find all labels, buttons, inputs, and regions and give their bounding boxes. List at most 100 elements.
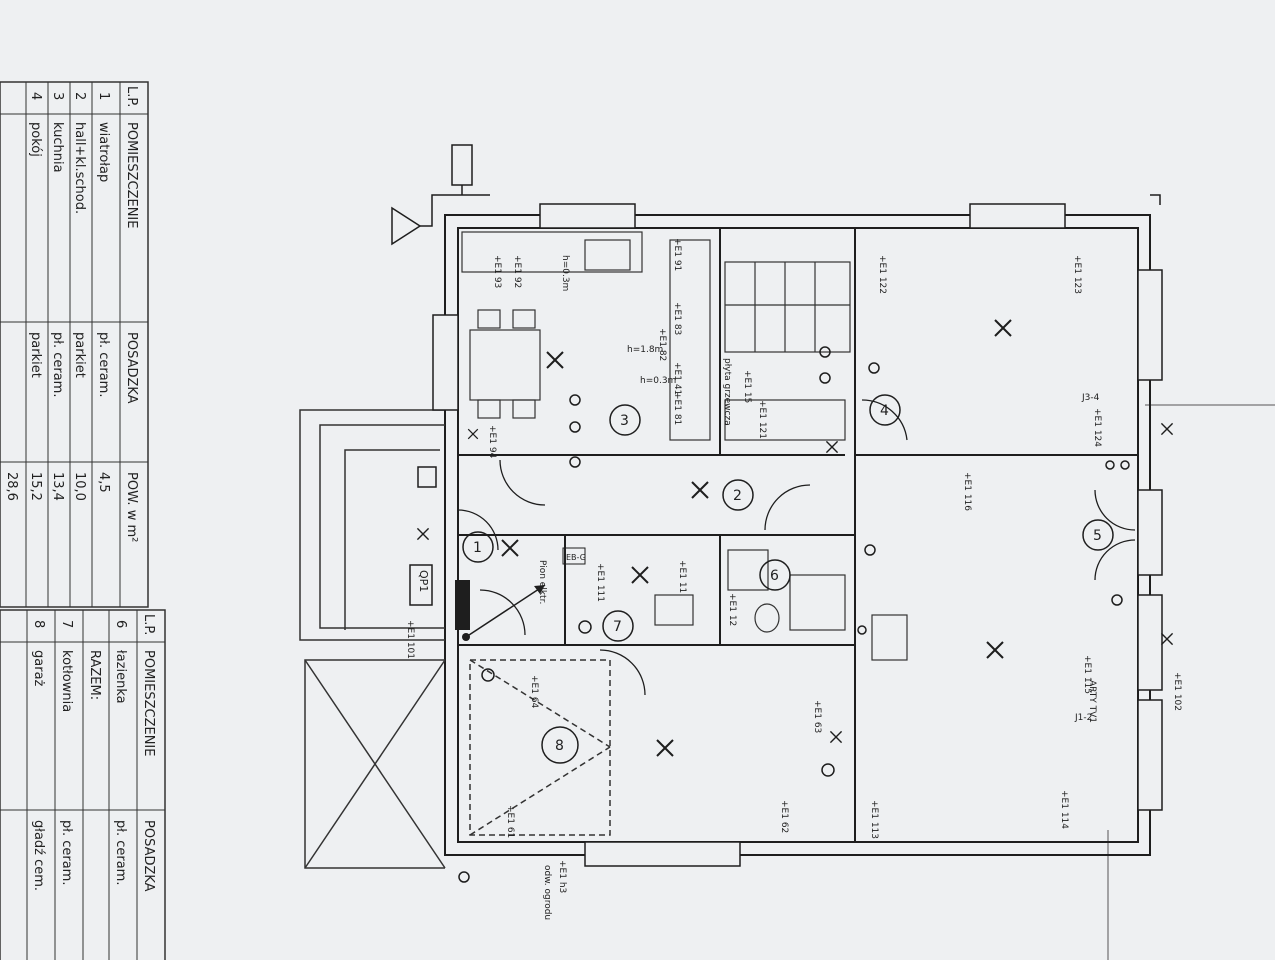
fx-15: +E1 15 xyxy=(742,370,752,403)
room-number-5: 5 xyxy=(1093,528,1102,544)
anno-h2: h=0.3m xyxy=(640,376,676,386)
tl-r0c0: 1 xyxy=(96,92,111,100)
room-number-1: 1 xyxy=(473,540,482,556)
fx-111: +E1 111 xyxy=(595,563,605,602)
anno-qp: QP1 xyxy=(417,570,430,592)
room-circle-7 xyxy=(602,610,634,642)
fx-123: +E1 123 xyxy=(1072,255,1082,294)
fx-116: +E1 116 xyxy=(962,472,972,511)
fx-83: +E1 83 xyxy=(672,302,682,335)
fx-12: +E1 12 xyxy=(727,593,737,626)
anno-h1: h=1.8m xyxy=(627,345,663,355)
room-number-4: 4 xyxy=(880,403,889,419)
fixture-labels: +E1 91 +E1 92 +E1 93 +E1 94 +E1 81 +E1 8… xyxy=(405,238,1182,893)
tl-h0: L.P. xyxy=(124,86,139,107)
tl-r2c2: pł. ceram. xyxy=(50,332,65,397)
tl-r3c0: 4 xyxy=(28,92,43,100)
tr-h0: L.P. xyxy=(141,614,156,635)
fx-124: +E1 124 xyxy=(1092,408,1102,447)
tl-r2c3: 13,4 xyxy=(50,472,65,501)
tl-r1c3: 10,0 xyxy=(72,472,87,501)
room-circle-3 xyxy=(609,404,641,436)
room-circle-2 xyxy=(722,479,754,511)
anno-eb: EB-G xyxy=(566,553,586,562)
fx-115: +E1 115 xyxy=(1082,655,1092,694)
porch xyxy=(299,409,445,641)
fx-11: +E1 11 xyxy=(677,560,687,593)
fx-64: +E1 64 xyxy=(529,675,539,709)
anno-arty: ARTY TV1 xyxy=(1087,680,1097,723)
room-number-6: 6 xyxy=(770,568,779,584)
anno-plyta: płyta grzewcza xyxy=(722,358,732,426)
tr-r3c1: garaż xyxy=(31,650,46,687)
tl-h3: POW. w m² xyxy=(124,472,139,542)
tl-h1: POMIESZCZENIE xyxy=(124,122,139,228)
room-circle-8 xyxy=(541,726,579,764)
room-circle-1 xyxy=(462,531,494,563)
anno-j12: J1-2 xyxy=(1074,713,1092,723)
tl-r0c2: pł. ceram. xyxy=(96,332,111,397)
fx-61: +E1 61 xyxy=(505,805,515,838)
room-number-8: 8 xyxy=(555,738,564,754)
fx-81: +E1 81 xyxy=(672,392,682,425)
doors xyxy=(457,399,1136,696)
fx-94: +E1 94 xyxy=(487,425,497,459)
room-numbers: 1 2 3 4 5 6 7 8 xyxy=(473,403,1102,754)
room-table-right: L.P. POMIESZCZENIE POSADZKA 6 łazienka p… xyxy=(0,609,166,960)
kitchen-units xyxy=(461,231,711,441)
tl-r0c3: 4,5 xyxy=(96,472,111,493)
tl-r1c1: hall+kl.schod. xyxy=(72,122,87,214)
tl-r1c0: 2 xyxy=(72,92,87,100)
room-number-2: 2 xyxy=(733,488,742,504)
room-number-3: 3 xyxy=(620,413,629,429)
fx-113: +E1 113 xyxy=(869,800,879,839)
tl-r3c1: pokój xyxy=(28,122,43,157)
stairs xyxy=(724,261,851,441)
room-circle-5 xyxy=(1082,519,1114,551)
panel xyxy=(409,466,586,641)
tr-r3c2: gładź cem. xyxy=(31,820,46,891)
fx-h3: +E1 h3 xyxy=(557,860,567,893)
tr-r0c1: łazienka xyxy=(113,650,128,704)
tl-h2: POSADZKA xyxy=(124,332,139,404)
room-circle-4 xyxy=(869,394,901,426)
fx-101: +E1 101 xyxy=(405,620,415,659)
tr-r1c1: RAZEM: xyxy=(87,650,102,700)
room-table-left: L.P. POMIESZCZENIE POSADZKA POW. w m² 1 … xyxy=(0,81,149,608)
tl-r2c0: 3 xyxy=(50,92,65,100)
tr-r3c0: 8 xyxy=(31,620,46,628)
anno-garden: odw. ogrodu xyxy=(542,865,552,920)
tl-r2c1: kuchnia xyxy=(50,122,65,173)
fx-93: +E1 93 xyxy=(492,255,502,288)
tr-r2c2: pł. ceram. xyxy=(59,820,74,885)
tl-r1c2: parkiet xyxy=(72,332,87,378)
bathroom-fixtures xyxy=(654,549,908,661)
tr-h1: POMIESZCZENIE xyxy=(141,650,156,756)
tr-r2c1: kotłownia xyxy=(59,650,74,712)
garage-ramp xyxy=(304,659,611,869)
tr-r0c2: pł. ceram. xyxy=(113,820,128,885)
anno-j34: J3-4 xyxy=(1081,393,1100,403)
fx-102: +E1 102 xyxy=(1172,672,1182,711)
fx-114: +E1 114 xyxy=(1059,790,1069,829)
tl-r3c2: parkiet xyxy=(28,332,43,378)
fx-92: +E1 92 xyxy=(512,255,522,288)
fx-121: +E1 121 xyxy=(757,400,767,439)
tr-r2c0: 7 xyxy=(59,620,74,628)
windows xyxy=(432,203,1163,867)
sockets xyxy=(481,346,1130,777)
fx-41: +E1 41 xyxy=(672,362,682,395)
room-circle-6 xyxy=(759,559,791,591)
tr-r0c0: 6 xyxy=(113,620,128,628)
anno-h3: h=0.3m xyxy=(560,255,570,291)
fx-63: +E1 63 xyxy=(812,700,822,733)
tl-r3c3: 15,2 xyxy=(28,472,43,501)
tr-h2: POSADZKA xyxy=(141,820,156,892)
tl-r0c1: wiatrołap xyxy=(96,122,111,182)
room-number-circles xyxy=(462,394,1114,764)
fx-91: +E1 91 xyxy=(672,238,682,271)
annotations: h=1.8m h=0.3m h=0.3m płyta grzewcza Pion… xyxy=(417,255,1100,920)
